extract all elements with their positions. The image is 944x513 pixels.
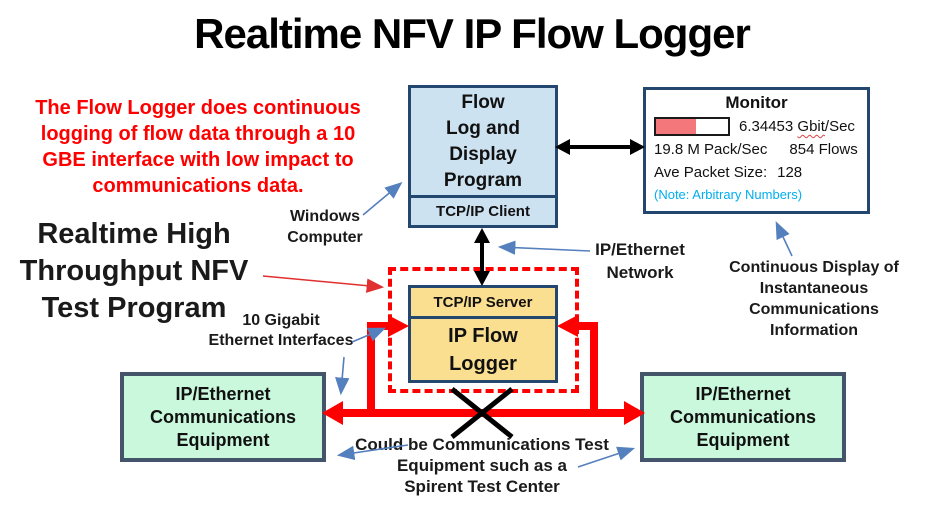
page-title: Realtime NFV IP Flow Logger [194, 10, 751, 57]
program-callout-arrow [262, 275, 385, 293]
throughput-value: 6.34453 Gbit/Sec [739, 118, 855, 135]
intro-note-text: The Flow Logger does continuous logging … [35, 97, 361, 197]
program-title-text: Realtime High Throughput NFV Test Progra… [19, 218, 249, 324]
blocked-link-x-icon [450, 387, 514, 439]
ip-ethernet-network-label: IP/Ethernet Network [595, 240, 685, 282]
equipment-left-label: IP/Ethernet Communications Equipment [149, 383, 296, 450]
monitor-note: (Note: Arbitrary Numbers) [654, 187, 803, 202]
flow-log-display-label: Flow Log and Display Program [443, 91, 523, 191]
ten-gigabit-interfaces-label: 10 Gigabit Ethernet Interfaces [208, 312, 354, 349]
avg-packet-label: Ave Packet Size: [654, 164, 768, 181]
gauge-fill [656, 119, 697, 134]
packet-rate: 19.8 M Pack/Sec [654, 141, 768, 158]
windows-computer-label: Windows Computer [287, 208, 363, 246]
tcpip-server-box: TCP/IP Server [411, 288, 555, 319]
equipment-box-right: IP/Ethernet Communications Equipment [640, 372, 846, 462]
flow-log-display-box: Flow Log and Display Program TCP/IP Clie… [408, 85, 558, 228]
could-be-test-equipment-label: Could be Communications Test Equipment s… [355, 435, 609, 496]
tcpip-client-box: TCP/IP Client [411, 195, 555, 225]
avg-packet-value: 128 [777, 164, 803, 181]
avg-packet-row: Ave Packet Size: 128 [654, 163, 859, 182]
equipment-box-left: IP/Ethernet Communications Equipment [120, 372, 326, 462]
display-monitor-arrow [555, 139, 645, 155]
flow-count: 854 Flows [789, 141, 858, 158]
throughput-gauge [654, 117, 730, 136]
continuous-display-label: Continuous Display of Instantaneous Comm… [729, 259, 899, 339]
monitor-panel: Monitor 6.34453 Gbit/Sec 19.8 M Pack/Sec… [643, 87, 870, 214]
ip-flow-logger-label: IP Flow Logger [448, 324, 518, 375]
ip-flow-logger-box: TCP/IP Server IP Flow Logger [408, 285, 558, 383]
throughput-row: 6.34453 Gbit/Sec [654, 117, 859, 136]
monitor-title: Monitor [725, 93, 788, 112]
equipment-right-label: IP/Ethernet Communications Equipment [669, 383, 816, 450]
rate-row: 19.8 M Pack/Sec 854 Flows [654, 140, 859, 159]
